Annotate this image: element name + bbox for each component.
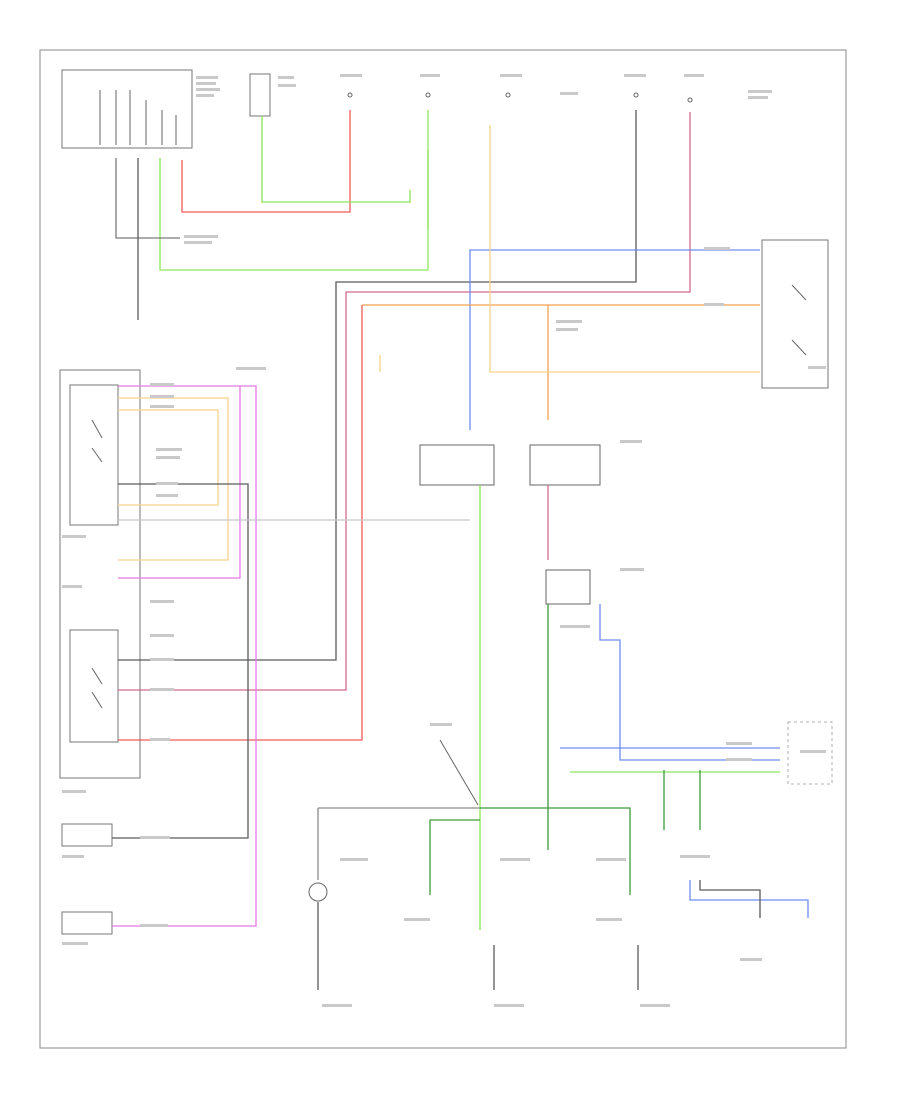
wire-red-top [181,110,351,213]
wire-gray-module [115,158,180,239]
top-left-module [61,69,193,149]
switch-contacts [91,284,807,709]
wire-green-bottom [663,770,701,830]
lamp-bulb-icon [308,882,328,902]
wire-yellow-long [489,125,760,373]
diagram-frame [39,49,847,1049]
switch-contact-lower [69,629,119,743]
wire-yellow-b [118,409,219,506]
switch-contact-upper [69,384,119,526]
wire-blue-bottom [689,880,809,918]
wire-blue-top [469,249,760,430]
wire-gray-bus [317,807,480,880]
module-pins [99,90,177,145]
relay-icons [419,444,601,605]
headlamp-switch-box [761,239,829,389]
bottom-left-box [61,911,113,935]
wire-gray-top-right [118,110,637,661]
fuse-icons [347,92,693,103]
wire-magenta-b [118,386,241,579]
wire-darkgreen-b [429,807,631,895]
wires [112,110,809,990]
wire-blue-lower [599,604,780,761]
wire-magenta-a [112,385,257,927]
right-connector-box [787,721,833,785]
wire-green-long [159,110,429,271]
wire-dkgray-a [112,483,249,839]
leader-line [439,739,479,806]
label-marks [62,74,826,1007]
components [59,69,833,935]
wire-red-mid [118,305,363,741]
wire-pink-right [118,112,691,691]
wire-green-top [261,116,411,203]
wire-gray-bottom [699,880,761,918]
warning-lamp-box [61,823,113,847]
top-relay-box [249,73,271,117]
